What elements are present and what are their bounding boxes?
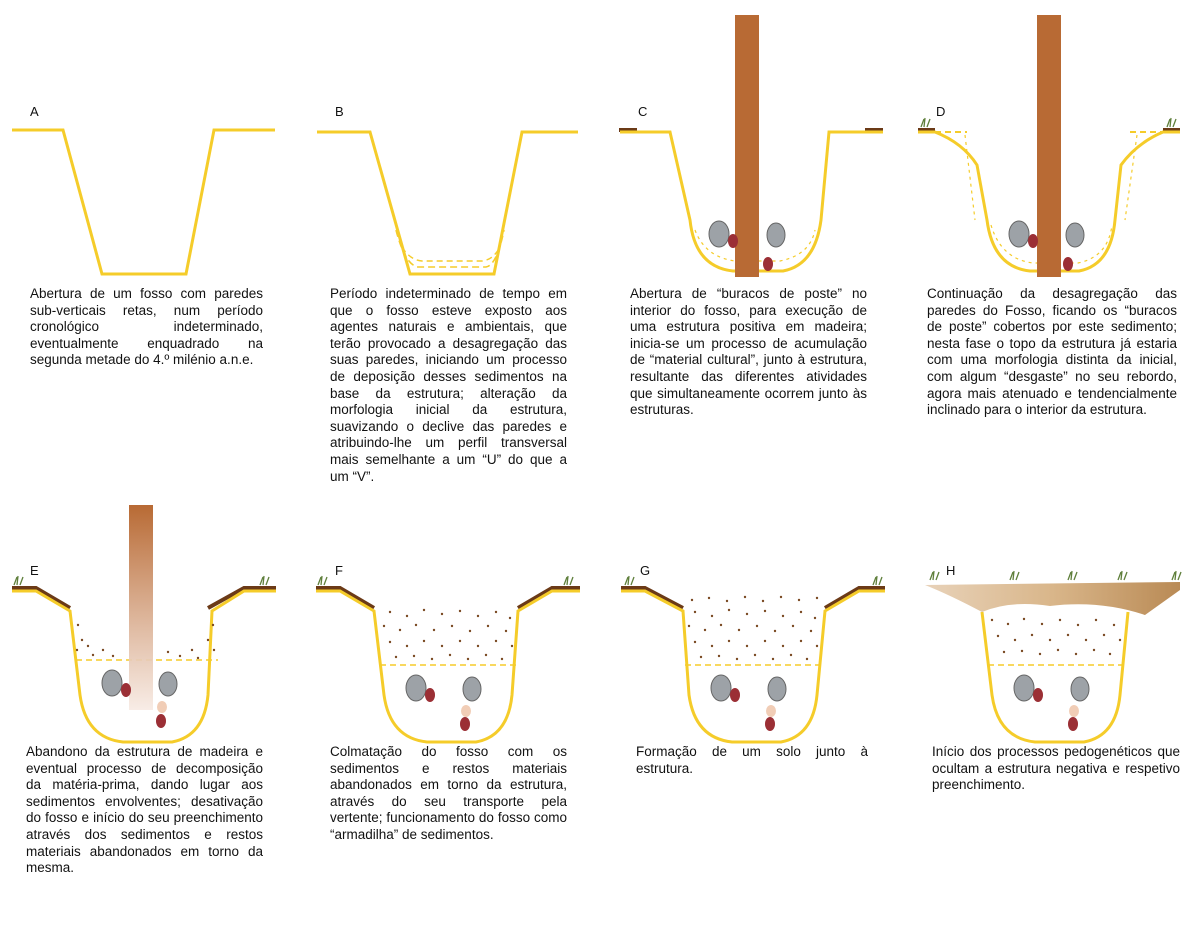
panel-e-ditch-diagram	[8, 500, 288, 740]
panel-h-ditch-diagram	[920, 500, 1180, 740]
panel-e-caption: Abandono da estrutura de madeira e event…	[26, 744, 263, 877]
panel-b-ditch-diagram	[310, 115, 590, 285]
panel-f-caption: Colmatação do fosso com os sedimentos e …	[330, 744, 567, 844]
panel-b-caption: Período indeterminado de tempo em que o …	[330, 286, 567, 485]
panel-a-caption: Abertura de um fosso com paredes sub-ver…	[30, 286, 263, 369]
panel-a-ditch-diagram	[5, 115, 285, 285]
panel-g-ditch-diagram	[617, 500, 897, 740]
panel-c-ditch-diagram	[615, 15, 895, 285]
panel-d-caption: Continuação da desagregação das paredes …	[927, 286, 1177, 419]
panel-c-caption: Abertura de “buracos de poste” no interi…	[630, 286, 867, 419]
panel-g-caption: Formação de um solo junto à estrutura.	[636, 744, 868, 777]
panel-h-caption: Início dos processos pedogenéticos que o…	[932, 744, 1180, 794]
panel-d-ditch-diagram	[915, 15, 1183, 285]
panel-f-ditch-diagram	[312, 500, 592, 740]
